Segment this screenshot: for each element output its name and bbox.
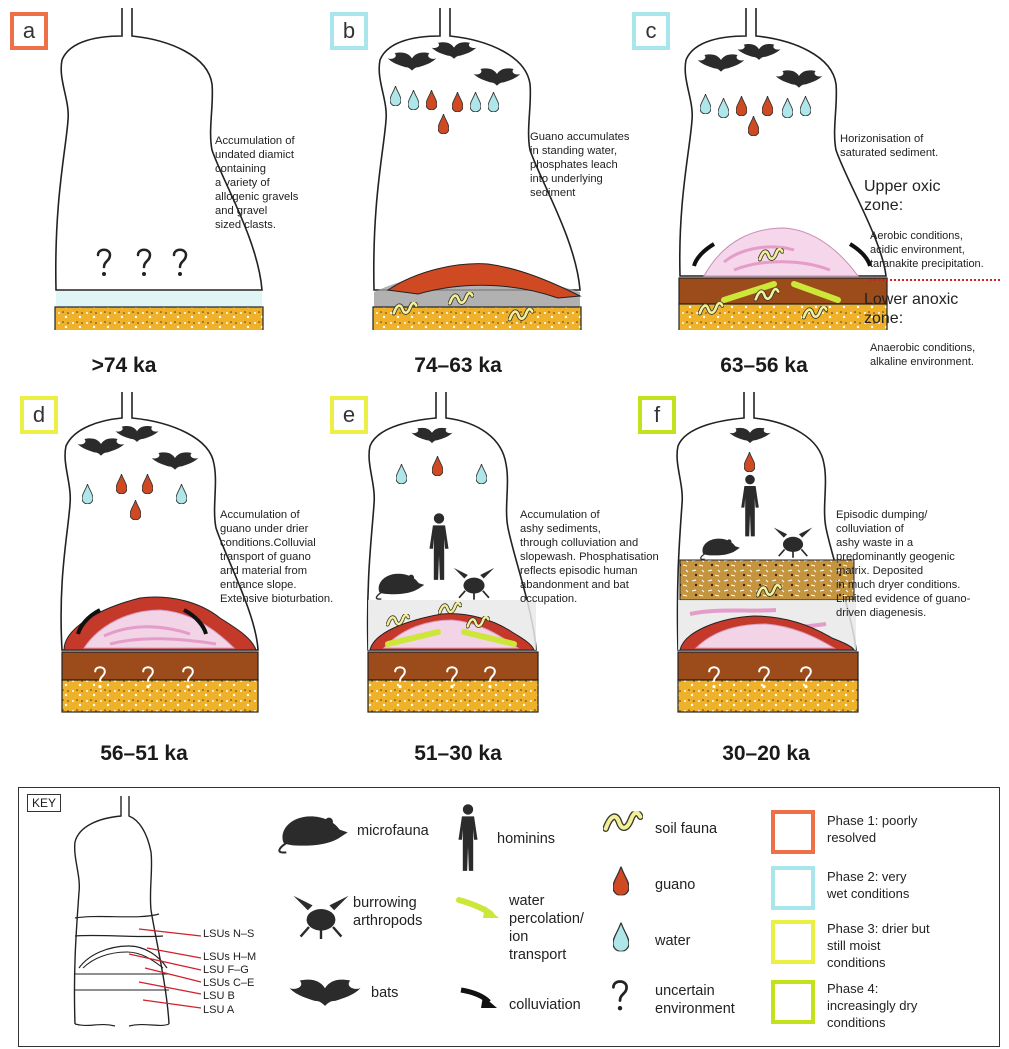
lsu-label: LSU B: [203, 990, 235, 1002]
lsu-label: LSUs H–M: [203, 951, 256, 963]
water-drop-icon: [613, 922, 629, 952]
phase4-swatch: [771, 980, 815, 1024]
phase2-label: Phase 2: very wet conditions: [827, 868, 909, 902]
key-guano: guano: [655, 876, 695, 894]
percolation-arrow-icon: [455, 894, 505, 922]
key-soil-fauna: soil fauna: [655, 820, 717, 838]
panel-f: f Episodic dumping/ colluviation of ashy…: [626, 388, 956, 773]
panel-age: 51–30 ka: [358, 742, 558, 766]
lsu-label: LSUs N–S: [203, 928, 254, 940]
lsu-label: LSUs C–E: [203, 977, 254, 989]
phase3-swatch: [771, 920, 815, 964]
panel-d: d Accumulation of guano under drier cond…: [0, 388, 330, 773]
key-water: water: [655, 932, 690, 950]
panel-description: Episodic dumping/ colluviation of ashy w…: [836, 508, 970, 620]
key-percolation: water percolation/ ion transport: [509, 892, 584, 964]
lsu-label: LSU A: [203, 1004, 234, 1016]
lower-zone-title: Lower anoxic zone:: [864, 290, 958, 328]
panel-description: Horizonisation of saturated sediment.: [840, 132, 938, 160]
lower-zone-text: Anaerobic conditions, alkaline environme…: [870, 341, 975, 369]
key-hominins: hominins: [497, 830, 555, 848]
soil-fauna-icon: [603, 810, 643, 834]
guano-drop-icon: [613, 866, 629, 896]
key-bats: bats: [371, 984, 398, 1002]
panel-age: 30–20 ka: [666, 742, 866, 766]
phase3-label: Phase 3: drier but still moist condition…: [827, 920, 930, 971]
upper-zone-title: Upper oxic zone:: [864, 177, 940, 215]
key-cave-diagram: [59, 796, 209, 1040]
key-microfauna: microfauna: [357, 822, 429, 840]
phase1-swatch: [771, 810, 815, 854]
key-legend: KEY LSUs N–S LSUs H–M LSU F–G LSUs C–E L…: [18, 787, 1000, 1047]
phase2-swatch: [771, 866, 815, 910]
phase4-label: Phase 4: increasingly dry conditions: [827, 980, 917, 1031]
arthropod-icon: [291, 888, 351, 942]
panel-description: Accumulation of undated diamict containi…: [215, 134, 298, 232]
hominin-icon: [455, 798, 481, 878]
microfauna-icon: [273, 802, 353, 860]
key-title: KEY: [27, 794, 61, 812]
uncertain-icon: [609, 976, 631, 1014]
bat-icon: [287, 972, 363, 1012]
key-burrowing: burrowing arthropods: [353, 894, 422, 930]
panel-description: Guano accumulates in standing water, pho…: [530, 130, 630, 200]
panel-age: 63–56 ka: [664, 354, 864, 378]
panel-age: 74–63 ka: [358, 354, 558, 378]
upper-zone-text: Aerobic conditions, acidic environment, …: [870, 229, 984, 271]
panel-a: a Accumulation of undated diamict contai…: [0, 0, 330, 385]
panel-e: e Accumulation of ashy sediments, throug…: [318, 388, 648, 773]
panel-b: b Guano accumulates in standing water, p…: [318, 0, 648, 385]
panel-age: >74 ka: [24, 354, 224, 378]
key-colluviation: colluviation: [509, 996, 581, 1014]
phase1-label: Phase 1: poorly resolved: [827, 812, 917, 846]
colluviation-arrow-icon: [457, 984, 503, 1012]
panel-description: Accumulation of guano under drier condit…: [220, 508, 333, 606]
key-uncertain: uncertain environment: [655, 982, 735, 1018]
lsu-label: LSU F–G: [203, 964, 249, 976]
zone-divider: [870, 279, 1000, 281]
panel-age: 56–51 ka: [44, 742, 244, 766]
